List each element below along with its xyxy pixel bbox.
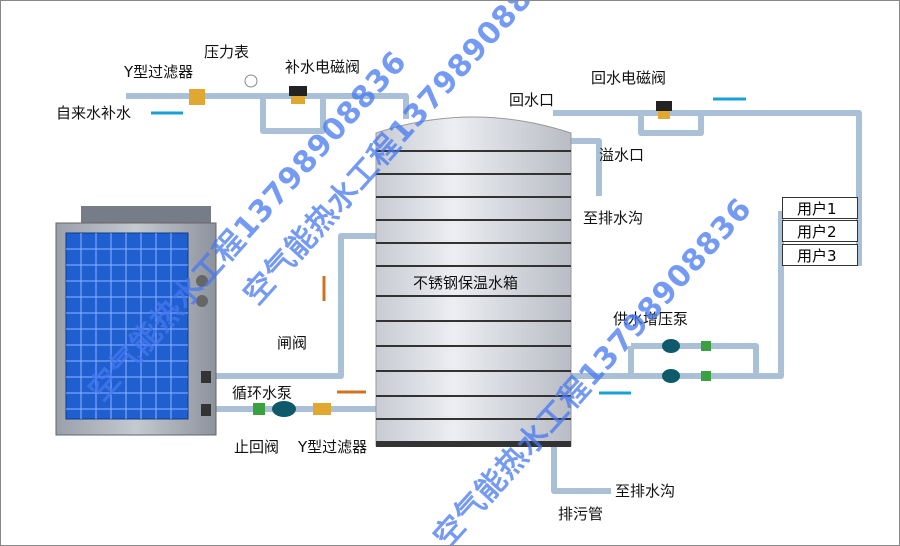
label-return-solenoid: 回水电磁阀: [591, 69, 667, 87]
label-gate-valve: 闸阀: [277, 334, 308, 352]
pipes: [126, 93, 862, 494]
label-tap-water-inlet: 自来水补水: [56, 104, 132, 122]
water-tank: [375, 116, 572, 447]
label-to-drain-bottom: 至排水沟: [615, 482, 676, 500]
label-overflow-port: 溢水口: [599, 146, 645, 164]
user-1-box: 用户1: [782, 197, 858, 219]
label-sewage-pipe: 排污管: [558, 505, 604, 523]
label-to-drain-top: 至排水沟: [583, 209, 644, 227]
flow-arrows: [151, 97, 746, 395]
user-2-box: 用户2: [782, 220, 858, 242]
label-circ-pump: 循环水泵: [232, 384, 293, 402]
components: [189, 74, 711, 417]
user-3-box: 用户3: [782, 244, 858, 266]
label-tank: 不锈钢保温水箱: [413, 274, 519, 292]
label-makeup-solenoid: 补水电磁阀: [285, 58, 361, 76]
label-y-filter-bottom: Y型过滤器: [298, 438, 368, 456]
label-supply-pump: 供水增压泵: [613, 310, 689, 328]
label-pressure-gauge: 压力表: [204, 43, 250, 61]
heat-pump-unit: [55, 206, 217, 436]
label-y-filter-top: Y型过滤器: [124, 63, 194, 81]
label-check-valve: 止回阀: [234, 438, 280, 456]
label-return-port: 回水口: [509, 91, 555, 109]
